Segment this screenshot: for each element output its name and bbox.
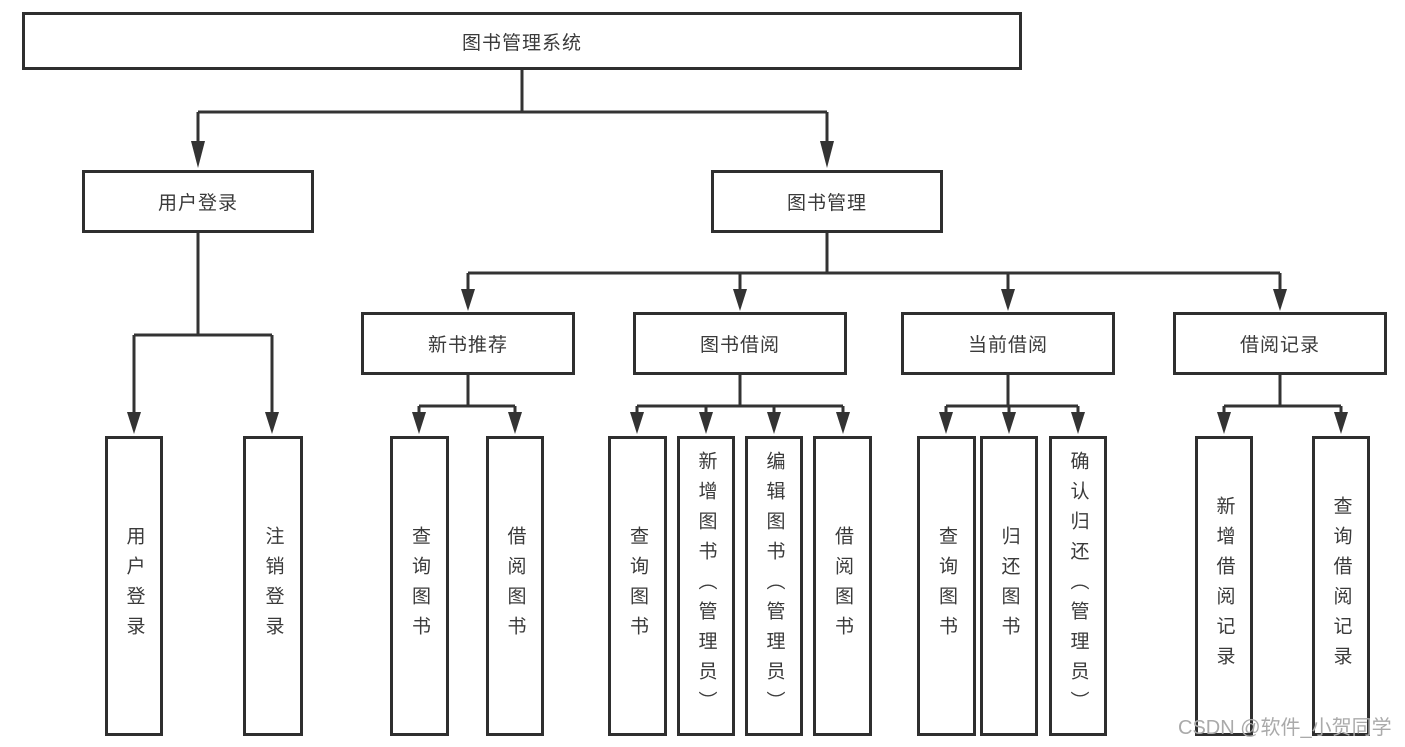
node-book-management-label: 图书管理 — [786, 193, 867, 214]
leaf-return-books-label: 归还图书 — [998, 526, 1020, 646]
arrowheads-recommend-leaves — [412, 412, 522, 434]
leaf-edit-books-admin: 编辑图书（管理员） — [745, 436, 803, 736]
leaf-recommend-borrow-books: 借阅图书 — [486, 436, 544, 736]
leaf-add-borrow-record-label: 新增借阅记录 — [1213, 496, 1235, 676]
leaf-borrow-query-books: 查询图书 — [608, 436, 667, 736]
leaf-add-books-admin: 新增图书（管理员） — [677, 436, 735, 736]
arrowheads-level2 — [191, 141, 834, 168]
node-root-system-label: 图书管理系统 — [461, 32, 582, 54]
leaf-add-books-admin-label: 新增图书（管理员） — [695, 451, 717, 721]
csdn-watermark: CSDN @软件_小贺同学 — [1178, 717, 1392, 739]
node-borrowing-records-label: 借阅记录 — [1239, 335, 1320, 356]
leaf-borrow-books: 借阅图书 — [813, 436, 872, 736]
node-user-login-label: 用户登录 — [157, 193, 238, 214]
node-book-management: 图书管理 — [711, 170, 943, 233]
arrowheads-login-leaves — [127, 412, 279, 434]
node-current-borrowing-label: 当前借阅 — [967, 335, 1048, 356]
leaf-logout-label: 注销登录 — [262, 526, 284, 646]
node-book-borrowing-label: 图书借阅 — [699, 335, 780, 356]
leaf-recommend-query-books-label: 查询图书 — [409, 526, 430, 646]
leaf-borrow-books-label: 借阅图书 — [832, 526, 853, 646]
leaf-confirm-return-admin: 确认归还（管理员） — [1049, 436, 1107, 736]
node-user-login: 用户登录 — [82, 170, 314, 233]
arrowheads-records-leaves — [1217, 412, 1348, 434]
leaf-current-query-books-label: 查询图书 — [936, 526, 957, 646]
arrowheads-current-leaves — [939, 412, 1085, 434]
leaf-return-books: 归还图书 — [980, 436, 1038, 736]
node-root-system: 图书管理系统 — [22, 12, 1022, 70]
leaf-recommend-query-books: 查询图书 — [390, 436, 449, 736]
leaf-recommend-borrow-books-label: 借阅图书 — [504, 526, 526, 646]
leaf-borrow-query-books-label: 查询图书 — [627, 526, 648, 646]
arrowheads-borrow-leaves — [630, 412, 850, 434]
leaf-user-login: 用户登录 — [105, 436, 163, 736]
arrowheads-level3 — [461, 289, 1287, 311]
connector-login-to-leaves — [132, 233, 274, 412]
node-new-book-recommend-label: 新书推荐 — [427, 335, 508, 356]
node-current-borrowing: 当前借阅 — [901, 312, 1115, 375]
leaf-query-borrow-record: 查询借阅记录 — [1312, 436, 1370, 736]
connector-manage-to-level3 — [466, 233, 1282, 289]
connector-borrow-to-leaves — [635, 375, 845, 412]
node-new-book-recommend: 新书推荐 — [361, 312, 575, 375]
node-book-borrowing: 图书借阅 — [633, 312, 847, 375]
connector-root-to-level2 — [196, 70, 829, 141]
leaf-current-query-books: 查询图书 — [917, 436, 976, 736]
leaf-confirm-return-admin-label: 确认归还（管理员） — [1067, 451, 1089, 721]
connector-current-to-leaves — [944, 375, 1080, 412]
leaf-add-borrow-record: 新增借阅记录 — [1195, 436, 1253, 736]
leaf-user-login-label: 用户登录 — [123, 526, 145, 646]
node-borrowing-records: 借阅记录 — [1173, 312, 1387, 375]
leaf-edit-books-admin-label: 编辑图书（管理员） — [763, 451, 785, 721]
connector-recommend-to-leaves — [417, 375, 517, 412]
leaf-logout: 注销登录 — [243, 436, 303, 736]
leaf-query-borrow-record-label: 查询借阅记录 — [1330, 496, 1352, 676]
connector-records-to-leaves — [1222, 375, 1343, 412]
